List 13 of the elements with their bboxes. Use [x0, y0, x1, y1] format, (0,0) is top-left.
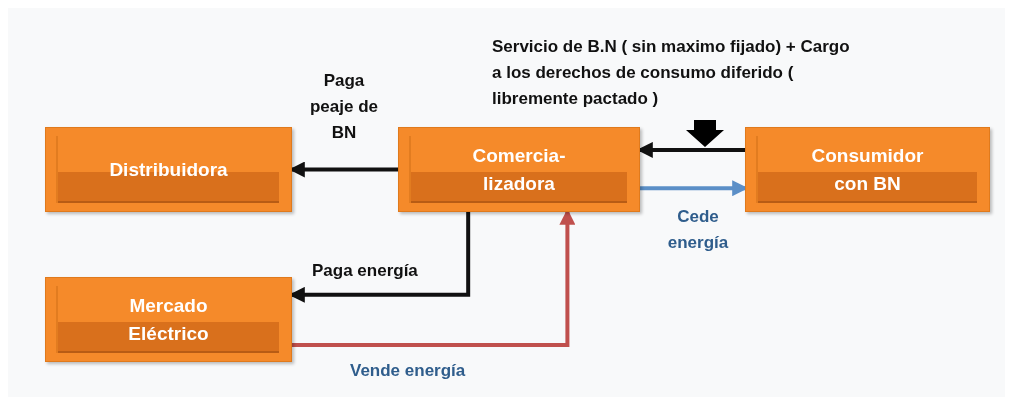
process-box: [45, 127, 292, 212]
edge-label: Paga energía: [312, 260, 419, 282]
box-label: Distribuidora: [109, 157, 228, 182]
process-box: [398, 127, 640, 212]
edge-label: Vende energía: [350, 360, 467, 382]
box-label: Comercia- lizadora: [471, 143, 567, 196]
box-label: Consumidor con BN: [810, 143, 925, 196]
edge-label: Servicio de B.N ( sin maximo fijado) + Cargo a los derechos de consumo diferido ( libremente pactado ): [492, 36, 851, 110]
edge-label: Cede energía: [666, 206, 730, 254]
process-box: [45, 277, 292, 362]
box-label: Mercado Eléctrico: [127, 293, 210, 346]
edge-label: Paga peaje de BN: [308, 70, 379, 144]
process-box: [745, 127, 990, 212]
